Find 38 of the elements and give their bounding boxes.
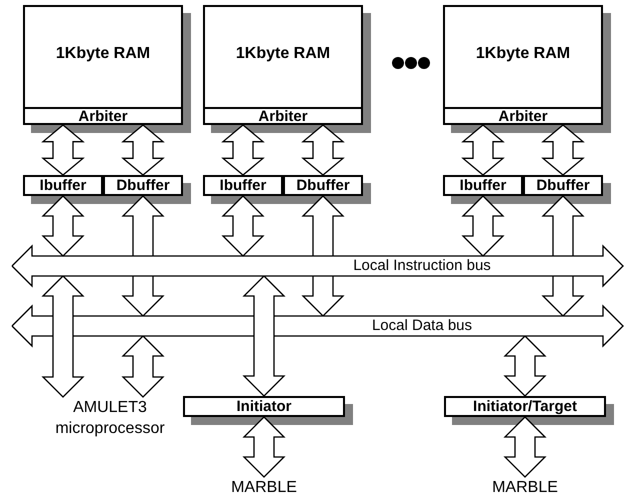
block-arrow [41,124,85,176]
block-arrow [121,335,165,398]
block-label: Dbuffer [535,177,591,194]
block-label: 1Kbyte RAM [234,45,332,63]
block-label: Arbiter [497,109,549,125]
block-label: Ibuffer [218,177,268,194]
block-label: Ibuffer [458,177,508,194]
arbiter-band [25,107,181,123]
block-arrow [121,124,165,176]
block-arrow [301,124,345,176]
block-label: Initiator [236,398,292,415]
block-arrow [242,416,286,478]
block-arrow [301,195,345,317]
block-arrow [242,275,286,397]
block-arrow [221,124,265,176]
block-arrow [41,275,85,398]
block-label: Dbuffer [295,177,351,194]
block-label: 1Kbyte RAM [54,45,152,63]
block-label: MARBLE [491,478,559,498]
arbiter-band [205,107,361,123]
block-arrow [121,195,165,317]
block-label: Arbiter [77,109,129,125]
block-arrow [541,124,585,176]
block-label: Ibuffer [38,177,88,194]
block-arrow [221,195,265,257]
block-label: MARBLE [230,478,298,498]
block-arrow [461,124,505,176]
block-arrow [461,195,505,257]
arbiter-band [445,107,601,123]
block-label: Dbuffer [115,177,171,194]
block-label: Initiator/Target [472,398,578,415]
block-arrow [41,195,85,257]
block-arrow [503,335,547,397]
block-label: 1Kbyte RAM [474,45,572,63]
block-arrow [503,416,547,478]
block-label: AMULET3 microprocessor [54,398,166,439]
block-arrow [541,195,585,317]
block-label: Arbiter [257,109,309,125]
